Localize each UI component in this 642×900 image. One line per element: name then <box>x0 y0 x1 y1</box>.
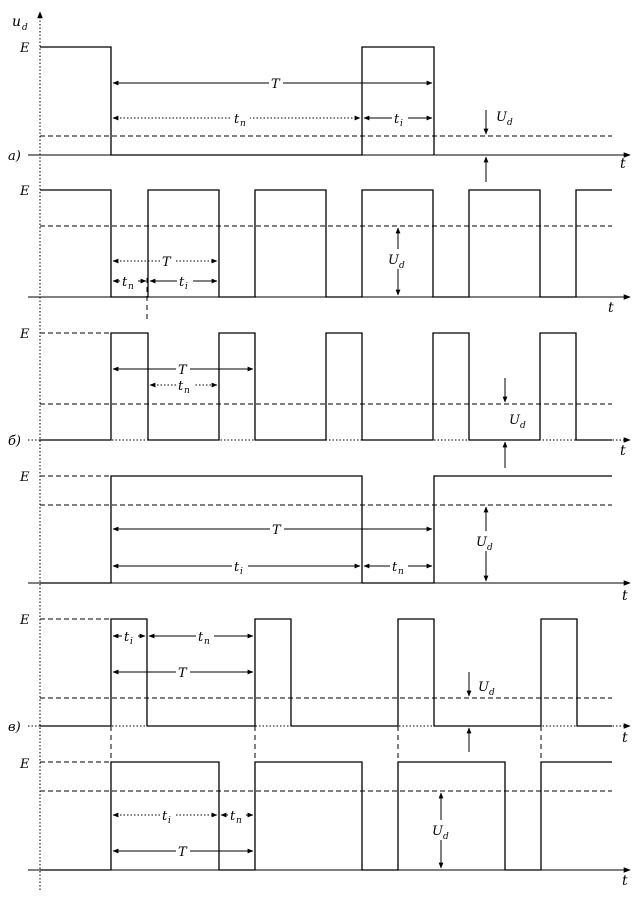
t-label: t <box>234 112 240 127</box>
t-label: t <box>622 730 628 746</box>
U-label: U <box>432 824 444 839</box>
waveform-a-2 <box>40 189 612 298</box>
part-v-label: в) <box>8 720 21 735</box>
t-label: t <box>198 630 204 645</box>
i-sub: i <box>400 119 403 129</box>
d-sub: d <box>443 832 449 842</box>
n-sub: n <box>128 282 134 292</box>
T-label: T <box>162 255 172 270</box>
t-label: t <box>622 873 628 889</box>
t-label: t <box>622 588 628 604</box>
t-label: t <box>178 379 184 394</box>
t-label: t <box>162 809 168 824</box>
waveform-a-1 <box>40 46 612 156</box>
e-label: E <box>19 613 30 628</box>
e-label: E <box>19 41 30 56</box>
d-sub: d <box>520 421 526 431</box>
t-label: t <box>179 275 185 290</box>
t-label: t <box>234 560 240 575</box>
T-label: T <box>178 363 188 378</box>
T-label: T <box>271 77 281 92</box>
t-label: t <box>608 300 614 316</box>
t-label: t <box>620 443 626 459</box>
waveform-v-2 <box>40 761 612 871</box>
n-sub: n <box>240 119 246 129</box>
time-axis-labels: t t t t t t <box>608 156 628 889</box>
n-sub: n <box>204 637 210 647</box>
i-sub: i <box>185 282 188 292</box>
dimension-labels: T t n t i U d T t n t i U d T t n U d T … <box>120 74 531 860</box>
y-axis-label: u <box>12 14 21 30</box>
t-label: t <box>620 156 626 172</box>
part-a-label: а) <box>8 149 21 164</box>
t-label: t <box>230 809 236 824</box>
U-label: U <box>388 253 400 268</box>
waveform-b-1 <box>40 332 612 441</box>
n-sub: n <box>184 386 190 396</box>
d-sub: d <box>399 261 405 271</box>
n-sub: n <box>398 567 404 577</box>
n-sub: n <box>236 816 242 826</box>
t-label: t <box>122 275 128 290</box>
U-label: U <box>476 535 488 550</box>
e-label: E <box>19 184 30 199</box>
U-label: U <box>496 110 508 125</box>
e-label: E <box>19 470 30 485</box>
U-label: U <box>478 680 490 695</box>
alignment-lines <box>110 278 542 762</box>
part-labels: а) б) в) <box>8 149 21 735</box>
t-label: t <box>394 112 400 127</box>
T-label: T <box>272 523 282 538</box>
e-label: E <box>19 757 30 772</box>
e-label: E <box>19 327 30 342</box>
d-sub: d <box>507 118 513 128</box>
waveform-v-1 <box>40 618 612 727</box>
i-sub: i <box>168 816 171 826</box>
t-label: t <box>124 630 130 645</box>
vertical-axis: u d <box>12 11 43 890</box>
t-label: t <box>392 560 398 575</box>
e-reference-lines <box>40 332 111 763</box>
T-label: T <box>178 666 188 681</box>
d-sub: d <box>489 688 495 698</box>
i-sub: i <box>130 637 133 647</box>
y-axis-label-sub: d <box>22 23 28 33</box>
U-label: U <box>509 413 521 428</box>
T-label: T <box>178 845 188 860</box>
i-sub: i <box>240 567 243 577</box>
d-sub: d <box>487 543 493 553</box>
e-level-labels: E E E E E E <box>19 41 30 772</box>
part-b-label: б) <box>8 434 21 449</box>
